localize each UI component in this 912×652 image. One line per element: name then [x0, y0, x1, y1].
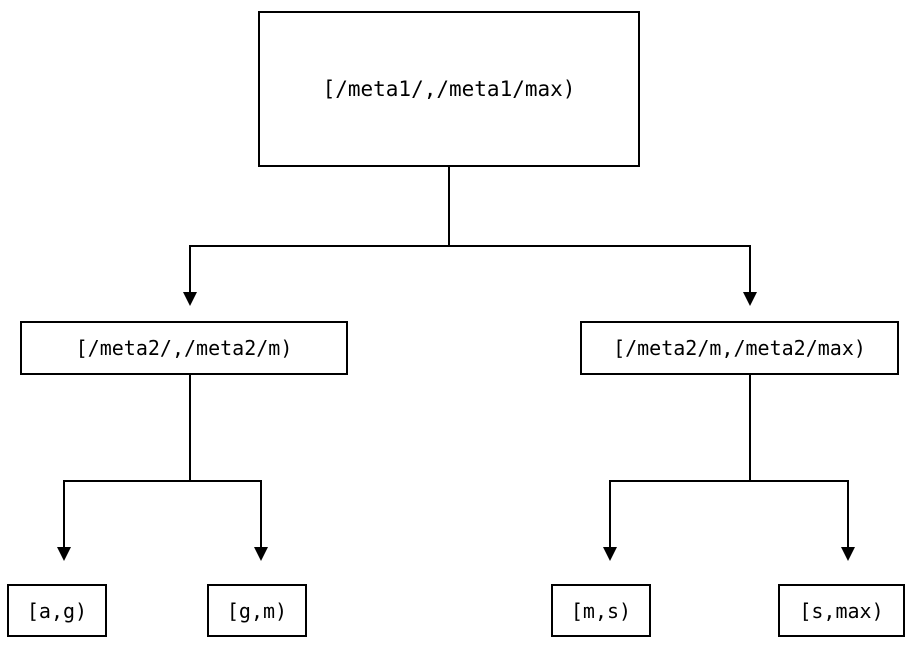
- tree-node-leaf-smax: [s,max): [778, 584, 905, 637]
- tree-node-leaf-gm: [g,m): [207, 584, 307, 637]
- edge-mid-right-to-leaf-smax: [847, 480, 849, 547]
- edge-mid-right-bus: [609, 480, 849, 482]
- arrowhead-icon-leaf-smax: [841, 547, 855, 561]
- edge-root-stem: [448, 167, 450, 246]
- tree-node-leaf-ms-label: [m,s): [570, 598, 632, 623]
- edge-mid-left-to-leaf-gm: [260, 480, 262, 547]
- edge-root-to-mid-right: [749, 245, 751, 292]
- arrowhead-icon-mid-left: [183, 292, 197, 306]
- tree-node-leaf-ag-label: [a,g): [26, 598, 88, 623]
- tree-node-mid-left-label: [/meta2/,/meta2/m): [75, 336, 293, 360]
- tree-node-mid-right-label: [/meta2/m,/meta2/max): [613, 336, 866, 360]
- edge-mid-left-stem: [189, 375, 191, 481]
- edge-root-to-mid-left: [189, 245, 191, 292]
- tree-node-mid-left: [/meta2/,/meta2/m): [20, 321, 348, 375]
- arrowhead-icon-leaf-ag: [57, 547, 71, 561]
- tree-node-leaf-gm-label: [g,m): [226, 598, 288, 623]
- edge-mid-left-to-leaf-ag: [63, 480, 65, 547]
- tree-node-leaf-ag: [a,g): [7, 584, 107, 637]
- arrowhead-icon-leaf-ms: [603, 547, 617, 561]
- edge-root-bus: [189, 245, 751, 247]
- tree-node-root: [/meta1/,/meta1/max): [258, 11, 640, 167]
- tree-node-leaf-smax-label: [s,max): [799, 598, 884, 623]
- arrowhead-icon-leaf-gm: [254, 547, 268, 561]
- tree-node-root-label: [/meta1/,/meta1/max): [322, 76, 576, 101]
- arrowhead-icon-mid-right: [743, 292, 757, 306]
- edge-mid-right-stem: [749, 375, 751, 481]
- tree-node-leaf-ms: [m,s): [551, 584, 651, 637]
- edge-mid-right-to-leaf-ms: [609, 480, 611, 547]
- tree-node-mid-right: [/meta2/m,/meta2/max): [580, 321, 899, 375]
- edge-mid-left-bus: [63, 480, 262, 482]
